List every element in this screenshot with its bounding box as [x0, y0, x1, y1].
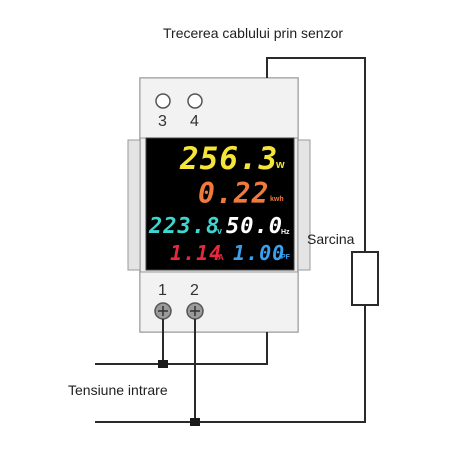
power-factor-value: 1.00: [233, 241, 286, 265]
power-value: 256.3: [180, 141, 279, 177]
terminal-4-hole: [187, 93, 203, 109]
voltage-unit: v: [217, 226, 223, 236]
load-label: Sarcina: [307, 231, 355, 247]
meter-left-rail: [127, 139, 141, 271]
current-unit: A: [218, 253, 224, 262]
energy-value: 0.22: [198, 177, 270, 210]
terminal-4-number: 4: [190, 113, 199, 130]
wire-load-return: [95, 305, 366, 423]
frequency-unit: Hz: [281, 229, 290, 236]
sensor-pass-label: Trecerea cablului prin senzor: [163, 25, 344, 41]
power-factor-unit: PF: [281, 254, 290, 261]
current-value: 1.14: [170, 241, 223, 265]
terminal-1-number: 1: [158, 282, 167, 299]
wire-sensor-loop: [266, 57, 366, 252]
terminal-3-hole: [155, 93, 171, 109]
wire-input-live: [95, 332, 268, 365]
frequency-value: 50.0: [226, 214, 283, 239]
terminal-2-number: 2: [190, 282, 199, 299]
meter-bottom-section: [139, 271, 299, 333]
meter-right-rail: [297, 139, 311, 271]
meter-top-section: [139, 77, 299, 139]
input-voltage-label: Tensiune intrare: [68, 382, 168, 398]
junction-terminal-1: [158, 360, 168, 368]
energy-unit: kwh: [270, 196, 284, 203]
terminal-3-number: 3: [158, 113, 167, 130]
junction-terminal-2: [190, 418, 200, 426]
meter-screen: [145, 137, 295, 271]
power-unit: w: [276, 159, 285, 171]
voltage-value: 223.8: [149, 214, 221, 239]
wires: [95, 57, 366, 423]
load-resistor: [351, 251, 379, 306]
